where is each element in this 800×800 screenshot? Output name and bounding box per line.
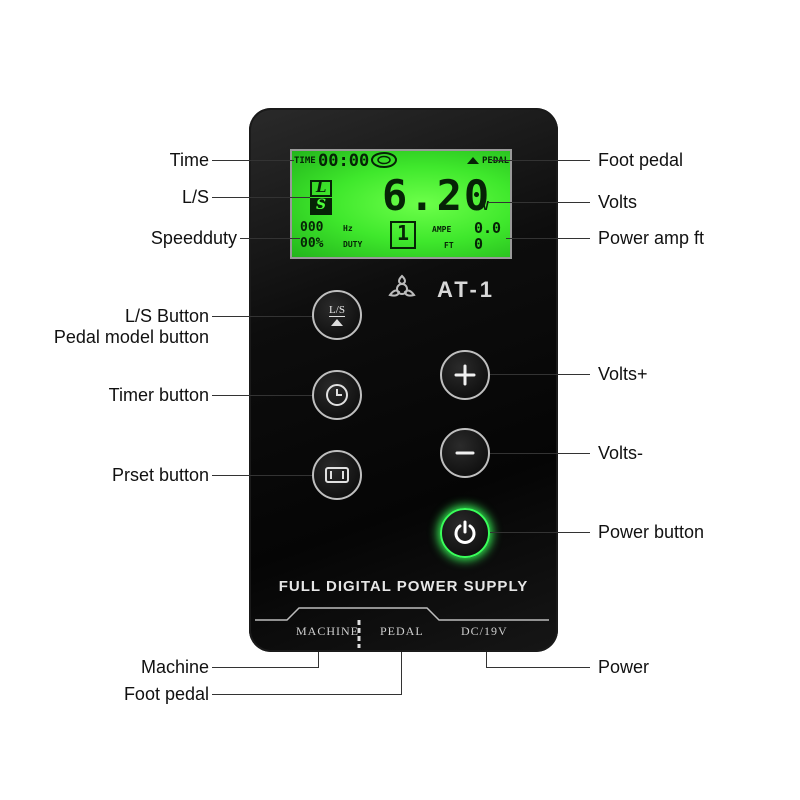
label-power-amp-ft: Power amp ft: [598, 228, 705, 248]
lcd-ft-value: 0: [474, 235, 484, 253]
lcd-time-value: 00:00: [318, 151, 370, 171]
callout-line-volts: [488, 202, 590, 203]
lcd-l-box: [310, 180, 332, 197]
lcd-duty-value: 00%: [300, 236, 324, 251]
label-preset-button: Prset button: [111, 465, 209, 485]
power-button[interactable]: [440, 508, 490, 558]
callout-line-time: [212, 160, 294, 161]
lcd-preset-digit: 1: [397, 221, 410, 245]
lcd-hz-unit: Hz: [343, 224, 353, 233]
port-panel-divider: [255, 607, 549, 648]
callout-line-ls: [212, 197, 310, 198]
lcd-s-box: [310, 198, 332, 215]
port-power-label: DC/19V: [461, 624, 508, 638]
label-volts: Volts: [598, 192, 638, 212]
brand-name: AT-1: [437, 277, 496, 302]
preset-button[interactable]: [312, 450, 362, 500]
label-volts-minus: Volts-: [598, 443, 644, 463]
callout-line-power-v: [486, 652, 487, 668]
lcd-duty-unit: DUTY: [343, 240, 363, 249]
callout-line-volts-plus: [490, 374, 590, 375]
callout-line-pedal-h: [212, 694, 402, 695]
timer-button[interactable]: [312, 370, 362, 420]
power-icon: [454, 520, 476, 544]
callout-line-ls-button: [212, 316, 312, 317]
callout-line-machine-h: [212, 667, 319, 668]
callout-line-speedduty: [240, 238, 300, 239]
pedal-icon: [467, 157, 479, 164]
port-pedal-label: PEDAL: [380, 624, 424, 638]
ls-button-text: L/S: [329, 303, 345, 317]
volts-minus-button[interactable]: [440, 428, 490, 478]
label-foot-pedal-top: Foot pedal: [598, 150, 684, 170]
lcd-time-label: TIME: [294, 156, 316, 166]
lcd-ft-label: FT: [444, 241, 454, 250]
preset-icon: [325, 467, 349, 483]
callout-line-foot-pedal: [492, 160, 590, 161]
volts-plus-button[interactable]: [440, 350, 490, 400]
ls-pedal-mode-button[interactable]: L/S: [312, 290, 362, 340]
clock-icon: [326, 384, 348, 406]
label-foot-pedal-bottom: Foot pedal: [123, 684, 209, 704]
callout-line-machine-v: [318, 652, 319, 668]
label-machine: Machine: [140, 657, 209, 677]
pedal-small-icon: [331, 318, 343, 326]
minus-icon: [455, 451, 475, 455]
callout-line-power-button: [490, 532, 590, 533]
label-ls: L/S: [181, 187, 209, 207]
label-power-button: Power button: [598, 522, 705, 542]
lcd-ampe-label: AMPE: [432, 225, 452, 234]
lcd-pedal-label: PEDAL: [482, 156, 510, 166]
callout-line-volts-minus: [490, 453, 590, 454]
lcd-preset-box: [390, 221, 416, 249]
lcd-s-mode: S: [316, 197, 327, 213]
callout-line-power-h: [486, 667, 590, 668]
lcd-hz-value: 000: [300, 220, 324, 235]
lcd-voltage: 6.20: [382, 171, 492, 220]
callout-line-power-amp-ft: [506, 238, 590, 239]
lcd-l-mode: L: [316, 178, 327, 196]
callout-line-pedal-v: [401, 652, 402, 695]
lcd-voltage-unit: V: [482, 199, 490, 213]
plus-icon: [454, 364, 476, 386]
machine-icon: [371, 152, 397, 168]
label-speedduty: Speedduty: [150, 228, 237, 248]
callout-line-timer: [212, 395, 312, 396]
brand-logo-icon: [388, 274, 416, 297]
label-timer-button: Timer button: [108, 385, 209, 405]
footer-title: FULL DIGITAL POWER SUPPLY: [278, 578, 529, 595]
port-machine-label: MACHINE: [296, 624, 359, 638]
callout-line-preset: [212, 475, 312, 476]
label-time: Time: [169, 150, 209, 170]
label-pedal-model-button: Pedal model button: [53, 327, 209, 347]
lcd-ampe-value: 0.0: [474, 219, 502, 237]
label-power: Power: [598, 657, 650, 677]
label-ls-button: L/S Button: [124, 306, 209, 326]
label-volts-plus: Volts+: [598, 364, 648, 384]
